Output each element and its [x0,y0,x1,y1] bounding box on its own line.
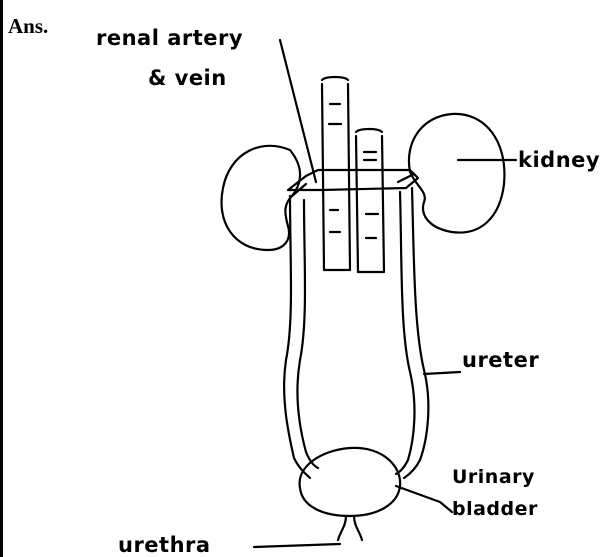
label-ureter: ureter [462,348,539,372]
renal-vessels [288,170,418,190]
leader-line-ureter [424,372,460,374]
label-renal-artery: renal artery [96,26,243,50]
urethra [338,516,362,540]
label-bladder: bladder [452,498,538,520]
vena-cava [356,136,384,272]
right-ureter [396,192,414,474]
label-urinary: Urinary [452,466,535,488]
leader-line-bladder [396,486,452,512]
label-and-vein: & vein [148,66,227,90]
label-kidney: kidney [518,148,600,172]
aorta [322,84,350,270]
left-kidney [222,146,301,250]
right-kidney [409,114,505,233]
label-urethra: urethra [118,533,211,557]
urinary-bladder [300,448,401,516]
leader-line-urethra [254,544,340,547]
